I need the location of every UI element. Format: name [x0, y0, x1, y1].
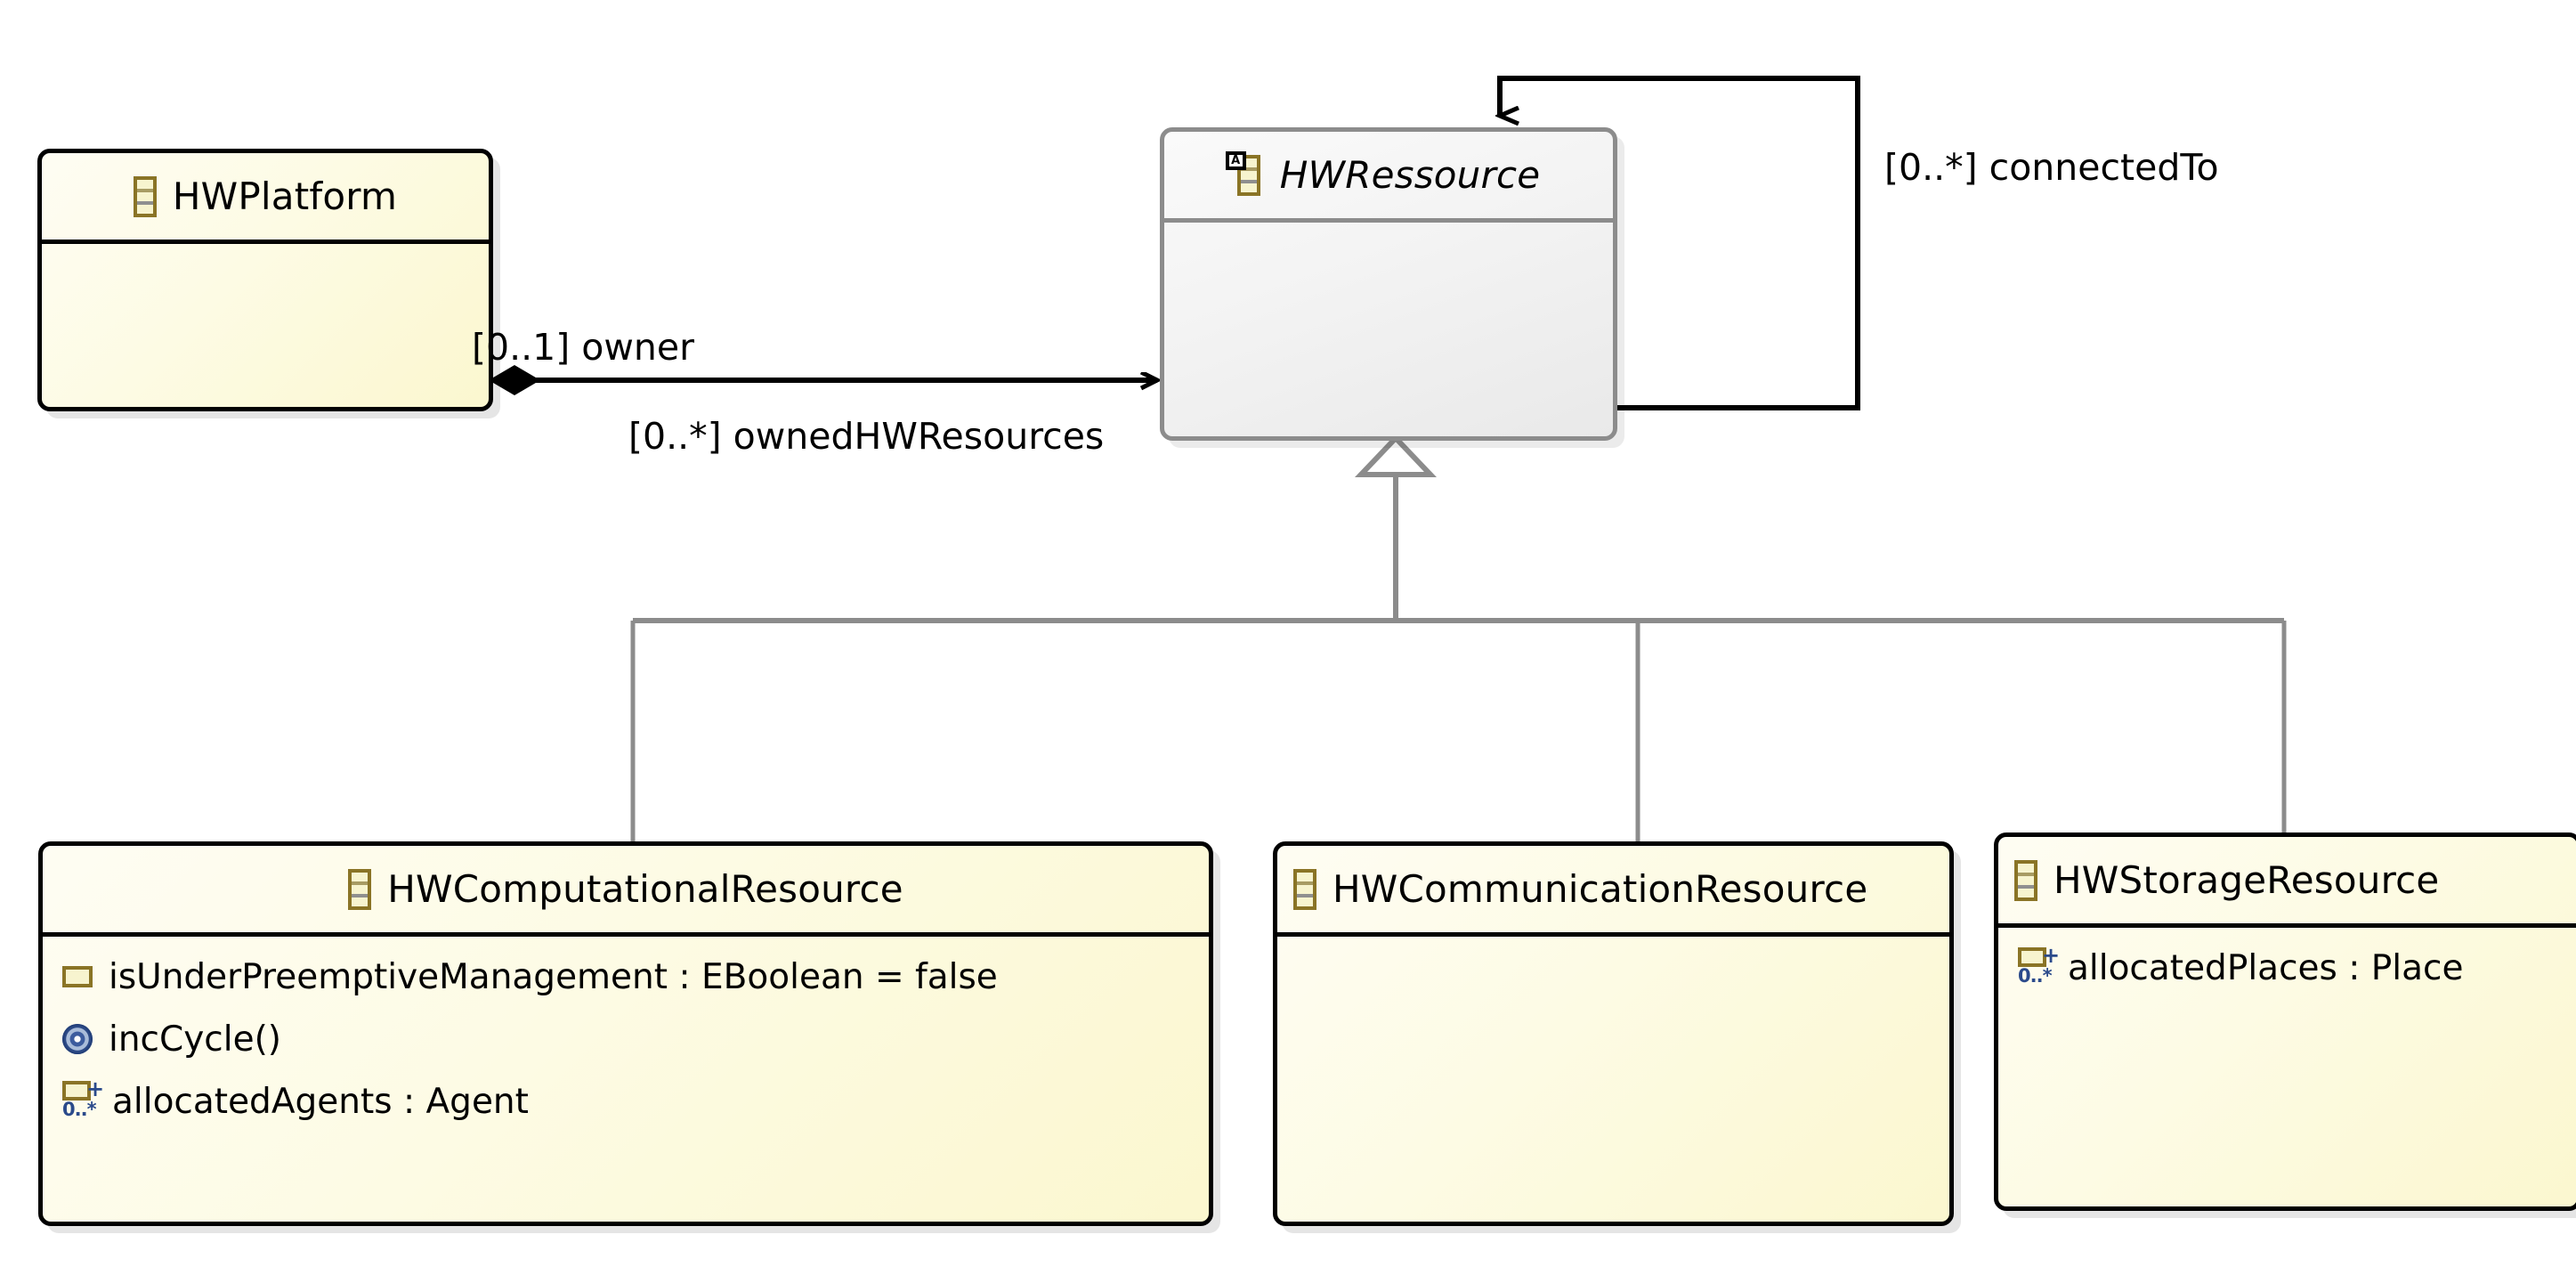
- operation-icon: [62, 1024, 93, 1054]
- class-compartment-divider: [43, 932, 1209, 937]
- edge-label-owner: [0..1] owner: [472, 326, 694, 369]
- class-title: HWCommunicationResource: [1333, 866, 1868, 911]
- class-header-hwcomputationalresource: HWComputationalResource: [43, 846, 1209, 932]
- abstract-class-icon: A: [1225, 150, 1260, 196]
- class-member-operation[interactable]: incCycle(): [43, 1008, 1209, 1070]
- class-title: HWRessource: [1279, 152, 1541, 197]
- abstract-badge-icon: A: [1225, 150, 1246, 170]
- class-body-hwstorageresource: + 0..* allocatedPlaces : Place: [1998, 928, 2576, 999]
- class-header-hwcommunicationresource: HWCommunicationResource: [1277, 846, 1949, 932]
- class-box-hwressource[interactable]: A HWRessource: [1160, 127, 1617, 441]
- composition-diamond: [489, 365, 540, 395]
- class-box-hwcommunicationresource[interactable]: HWCommunicationResource: [1273, 841, 1954, 1226]
- class-icon: [348, 868, 372, 910]
- generalization-triangle: [1355, 434, 1437, 477]
- class-compartment-divider: [1277, 932, 1949, 937]
- class-body-hwplatform: [42, 244, 489, 253]
- class-icon: [1293, 868, 1316, 910]
- edge-label-owned-hw-resources: [0..*] ownedHWResources: [628, 415, 1105, 458]
- class-body-hwcomputationalresource: isUnderPreemptiveManagement : EBoolean =…: [43, 937, 1209, 1133]
- attribute-icon: [62, 966, 93, 987]
- class-body-hwressource: [1164, 223, 1613, 231]
- edge-owner-association: [489, 365, 1157, 395]
- class-icon: [133, 175, 157, 217]
- class-title: HWPlatform: [172, 174, 398, 218]
- member-label: incCycle(): [109, 1019, 282, 1060]
- class-compartment-divider: [1164, 218, 1613, 223]
- class-body-hwcommunicationresource: [1277, 937, 1949, 946]
- class-member-reference[interactable]: + 0..* allocatedAgents : Agent: [43, 1070, 1209, 1133]
- reference-icon: + 0..*: [2018, 943, 2061, 987]
- class-member-reference[interactable]: + 0..* allocatedPlaces : Place: [1998, 937, 2576, 999]
- class-title: HWStorageResource: [2054, 857, 2440, 902]
- class-header-hwstorageresource: HWStorageResource: [1998, 837, 2576, 923]
- edge-label-connected-to: [0..*] connectedTo: [1884, 146, 2219, 189]
- member-label: allocatedAgents : Agent: [112, 1081, 529, 1122]
- reference-multiplicity: 0..*: [62, 1099, 97, 1120]
- class-compartment-divider: [42, 240, 489, 244]
- class-box-hwstorageresource[interactable]: HWStorageResource + 0..* allocatedPlaces…: [1994, 832, 2576, 1211]
- class-box-hwplatform[interactable]: HWPlatform: [37, 149, 493, 411]
- member-label: isUnderPreemptiveManagement : EBoolean =…: [109, 956, 998, 997]
- reference-icon: + 0..*: [62, 1076, 105, 1120]
- edge-generalization-tree: [630, 434, 2287, 841]
- member-label: allocatedPlaces : Place: [2068, 947, 2464, 988]
- class-member-attribute[interactable]: isUnderPreemptiveManagement : EBoolean =…: [43, 946, 1209, 1008]
- class-title: HWComputationalResource: [387, 866, 903, 911]
- class-compartment-divider: [1998, 923, 2576, 928]
- class-icon: [2014, 859, 2037, 901]
- reference-multiplicity: 0..*: [2018, 965, 2053, 987]
- class-header-hwressource: A HWRessource: [1164, 132, 1613, 218]
- class-box-hwcomputationalresource[interactable]: HWComputationalResource isUnderPreemptiv…: [38, 841, 1213, 1226]
- class-header-hwplatform: HWPlatform: [42, 153, 489, 240]
